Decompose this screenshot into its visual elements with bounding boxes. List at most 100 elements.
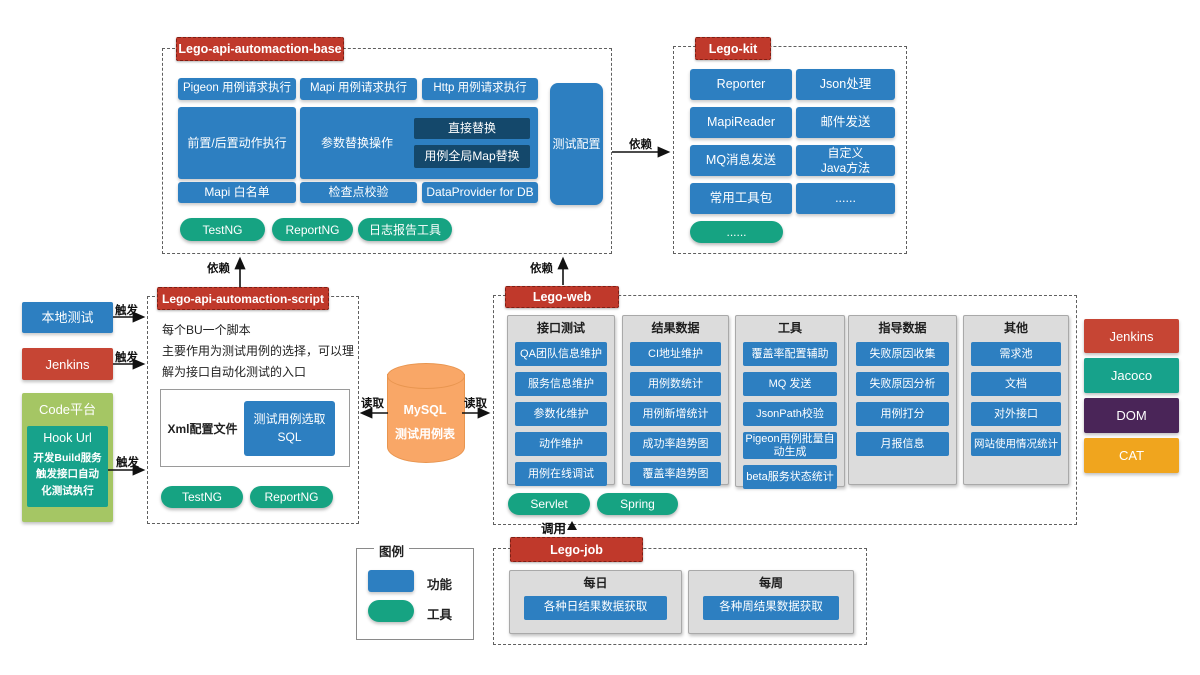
web-col-header: 结果数据 [651,321,700,335]
web-item: MQ 发送 [743,372,837,396]
pigeon-exec-box: Pigeon 用例请求执行 [178,78,296,100]
job-module [493,548,867,645]
web-item: 用例在线调试 [515,462,607,486]
depends-label-kit: 依赖 [629,139,652,151]
kit-more-pill: ...... [690,221,783,243]
job-daily-item: 各种日结果数据获取 [524,596,667,620]
job-module-tag: Lego-job [510,537,643,562]
hook-url-box: Hook Url 开发Build服务 触发接口自动 化测试执行 [27,426,108,507]
web-col-header: 指导数据 [878,321,927,335]
kit-mq-box: MQ消息发送 [690,145,792,176]
mysql-cylinder-top [387,363,465,389]
web-col-result-data: 结果数据 CI地址维护 用例数统计 用例新增统计 成功率趋势图 覆盖率趋势图 [622,315,729,487]
http-exec-box: Http 用例请求执行 [422,78,538,100]
web-col-header: 其他 [1003,321,1028,335]
kit-toolkit-box: 常用工具包 [690,183,792,214]
kit-custom-java-box: 自定义 Java方法 [796,145,895,176]
read-label-right: 读取 [464,398,487,410]
web-spring-pill: Spring [597,493,678,515]
legend-box [356,548,474,640]
checkpoint-box: 检查点校验 [300,182,417,203]
hook-url-desc: 开发Build服务 触发接口自动 化测试执行 [33,452,102,497]
job-weekly-item: 各种周结果数据获取 [703,596,839,620]
web-item: 用例打分 [856,402,949,426]
legend-function-swatch [368,570,414,592]
depends-label-script: 依赖 [207,263,230,275]
web-item: 覆盖率配置辅助 [743,342,837,366]
web-col-items: 需求池 文档 对外接口 网站使用情况统计 [964,341,1068,457]
read-label-left: 读取 [361,398,384,410]
xml-config-box: Xml配置文件 测试用例选取 SQL [160,389,350,467]
direct-replace-box: 直接替换 [414,118,530,139]
web-item: 失败原因分析 [856,372,949,396]
web-item: 参数化维护 [515,402,607,426]
web-item: 动作维护 [515,432,607,456]
xml-config-label: Xml配置文件 [167,421,238,436]
legend-function-label: 功能 [427,578,453,592]
replace-sub-list: 直接替换 用例全局Map替换 [414,118,530,168]
left-jenkins-box: Jenkins [22,348,113,380]
mysql-name: MySQL [403,403,447,417]
web-item: QA团队信息维护 [515,342,607,366]
web-item: 对外接口 [971,402,1061,426]
integration-cat-box: CAT [1084,438,1179,473]
base-module-tag: Lego-api-automaction-base [176,37,344,61]
code-platform-box: Code平台 Hook Url 开发Build服务 触发接口自动 化测试执行 [22,393,113,522]
script-module-tag: Lego-api-automaction-script [157,287,329,310]
legend-tool-swatch [368,600,414,622]
web-col-items: CI地址维护 用例数统计 用例新增统计 成功率趋势图 覆盖率趋势图 [623,341,728,487]
kit-mapireader-box: MapiReader [690,107,792,138]
integration-jacoco-box: Jacoco [1084,358,1179,393]
invoke-label: 调用 [541,522,567,536]
code-platform-label: Code平台 [38,402,97,417]
kit-more-box: ...... [796,183,895,214]
legend-tool-label: 工具 [427,608,453,622]
web-item: 服务信息维护 [515,372,607,396]
test-config-box: 测试配置 [550,83,603,205]
dataprovider-box: DataProvider for DB [422,182,538,203]
web-col-interface-test: 接口测试 QA团队信息维护 服务信息维护 参数化维护 动作维护 用例在线调试 [507,315,615,487]
mapi-whitelist-box: Mapi 白名单 [178,182,296,203]
mysql-db-text: MySQL 测试用例表 [387,399,463,446]
web-item: JsonPath校验 [743,402,837,426]
base-reportng-pill: ReportNG [272,218,353,241]
web-col-items: QA团队信息维护 服务信息维护 参数化维护 动作维护 用例在线调试 [508,341,614,487]
job-daily-header: 每日 [583,576,608,590]
web-col-other: 其他 需求池 文档 对外接口 网站使用情况统计 [963,315,1069,485]
web-col-items: 覆盖率配置辅助 MQ 发送 JsonPath校验 Pigeon用例批量自动生成 … [736,341,844,490]
web-servlet-pill: Servlet [508,493,590,515]
web-col-items: 失败原因收集 失败原因分析 用例打分 月报信息 [849,341,956,457]
base-testng-pill: TestNG [180,218,265,241]
pre-post-action-box: 前置/后置动作执行 [178,107,296,179]
job-weekly-header: 每周 [758,576,783,590]
local-test-box: 本地测试 [22,302,113,333]
job-weekly-panel: 每周 各种周结果数据获取 [688,570,854,634]
mysql-table-name: 测试用例表 [394,426,455,441]
web-item: 成功率趋势图 [630,432,721,456]
depends-label-web: 依赖 [530,263,553,275]
script-reportng-pill: ReportNG [250,486,333,508]
sql-select-box: 测试用例选取 SQL [244,400,335,456]
web-item: Pigeon用例批量自动生成 [743,432,837,460]
web-item: 需求池 [971,342,1061,366]
web-item: 覆盖率趋势图 [630,462,721,486]
web-item: 失败原因收集 [856,342,949,366]
trigger-label-local: 触发 [115,305,138,317]
integration-jenkins-box: Jenkins [1084,319,1179,353]
kit-json-box: Json处理 [796,69,895,100]
base-logreport-pill: 日志报告工具 [358,218,452,241]
trigger-label-hook: 触发 [116,457,139,469]
web-item: 月报信息 [856,432,949,456]
web-item: 网站使用情况统计 [971,432,1061,456]
kit-reporter-box: Reporter [690,69,792,100]
web-item: CI地址维护 [630,342,721,366]
web-item: beta服务状态统计 [743,465,837,490]
base-module [162,48,612,254]
web-module [493,295,1077,525]
web-col-header: 接口测试 [536,321,585,335]
web-module-tag: Lego-web [505,286,619,308]
legend-title: 图例 [374,541,410,560]
mapi-exec-box: Mapi 用例请求执行 [300,78,417,100]
web-item: 用例数统计 [630,372,721,396]
